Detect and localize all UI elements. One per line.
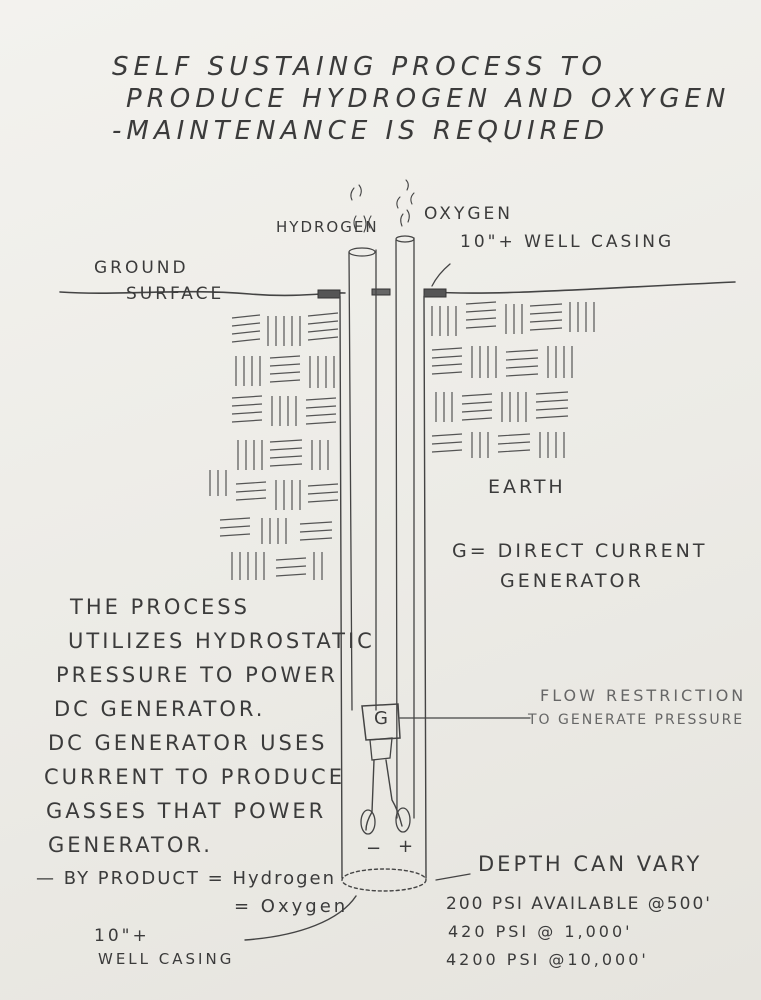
oxygen-pipe-left (395, 239, 398, 819)
generator-symbol: G (374, 708, 388, 729)
process-line-4: DC GENERATOR. (54, 697, 266, 721)
pointer-depth (435, 873, 471, 881)
casing-bottom-label-1: 10"+ (94, 926, 150, 946)
surface-label: SURFACE (126, 284, 225, 304)
process-line-1: THE PROCESS (70, 595, 250, 619)
title-line-2: PRODUCE HYDROGEN AND OXYGEN (126, 84, 731, 114)
hydrogen-label: HYDROGEN (276, 218, 379, 236)
casing-cap-right (423, 288, 447, 298)
generator-lower (369, 737, 393, 761)
process-line-6: CURRENT TO PRODUCE (44, 765, 345, 789)
ground-label: GROUND (94, 258, 189, 278)
casing-right-wall (423, 295, 427, 879)
process-line-9: — BY PRODUCT = Hydrogen (36, 868, 336, 889)
process-description: THE PROCESS UTILIZES HYDROSTATIC PRESSUR… (36, 590, 372, 930)
process-line-8: GENERATOR. (48, 833, 213, 857)
casing-cap-left (317, 289, 341, 299)
casing-top-label: 10"+ WELL CASING (460, 232, 675, 252)
wire-negative (365, 759, 375, 831)
process-line-3: PRESSURE TO POWER (56, 663, 338, 687)
plus-terminal-label: + (398, 836, 417, 857)
depth-line-4: 4200 PSI @10,000' (446, 950, 649, 969)
oxygen-label: OXYGEN (424, 204, 513, 224)
generator-def-line-2: GENERATOR (500, 570, 644, 592)
earth-hatching-left (209, 312, 339, 580)
flow-restriction-line-1: FLOW RESTRICTION (540, 686, 747, 705)
wire-positive (385, 759, 403, 827)
depth-line-1: DEPTH CAN VARY (478, 852, 703, 876)
depth-line-2: 200 PSI AVAILABLE @500' (446, 894, 712, 914)
casing-bottom (341, 868, 427, 892)
hydrogen-pipe-left (348, 251, 353, 711)
earth-label: EARTH (488, 476, 566, 498)
casing-left-wall (339, 295, 343, 879)
oxygen-pipe-top (395, 235, 415, 243)
pipe-collar (371, 288, 391, 296)
casing-bottom-label-2: WELL CASING (98, 950, 235, 968)
oxygen-wisps (396, 179, 415, 227)
flow-restriction-line-2: TO GENERATE PRESSURE (528, 712, 745, 728)
electrode-positive (395, 807, 411, 833)
process-line-5: DC GENERATOR USES (48, 731, 328, 755)
pointer-casing-bottom (244, 895, 357, 941)
minus-terminal-label: − (366, 838, 385, 859)
process-line-2: UTILIZES HYDROSTATIC (68, 629, 375, 653)
hydrogen-wisps (350, 184, 372, 233)
electrode-negative (360, 809, 376, 835)
pointer-casing-top (431, 263, 451, 287)
title-line-1: SELF SUSTAING PROCESS TO (112, 52, 607, 82)
title-line-3: -MAINTENANCE IS REQUIRED (112, 116, 610, 146)
process-line-7: GASSES THAT POWER (46, 799, 327, 823)
depth-line-3: 420 PSI @ 1,000' (448, 922, 633, 941)
generator-def-line-1: G= DIRECT CURRENT (452, 540, 708, 562)
generator-body (361, 703, 401, 741)
earth-hatching-right (431, 301, 595, 458)
process-line-10: = Oxygen (234, 896, 349, 917)
hydrogen-pipe-top (348, 247, 376, 257)
